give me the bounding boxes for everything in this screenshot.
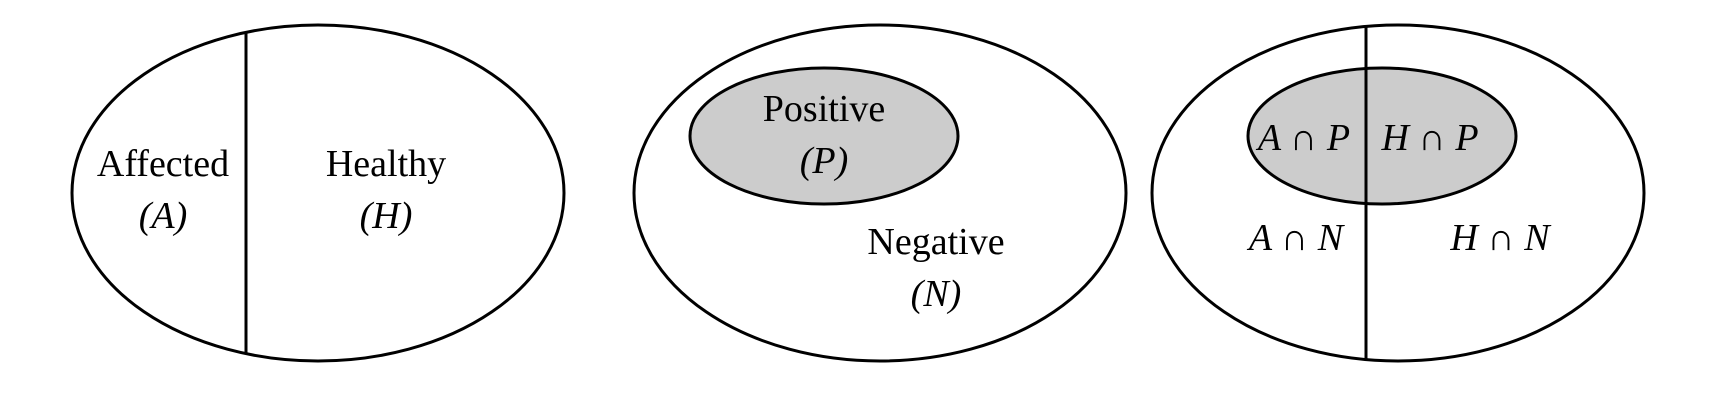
affected-symbol: (A) [139, 195, 188, 237]
panel-test-result: Positive (P) Negative (N) [632, 23, 1128, 363]
population-ellipse [70, 23, 566, 363]
healthy-negative-label: H ∩ N [1449, 217, 1552, 259]
panel-intersections: A ∩ P H ∩ P A ∩ N H ∩ N [1150, 23, 1646, 363]
test-result-ellipse [632, 23, 1128, 363]
affected-negative-label: A ∩ N [1246, 217, 1346, 259]
positive-ellipse [688, 66, 960, 206]
positive-symbol: (P) [800, 140, 849, 182]
affected-label: Affected [97, 143, 229, 185]
combined-ellipse [1150, 23, 1646, 363]
healthy-positive-label: H ∩ P [1380, 117, 1478, 159]
negative-label: Negative [867, 221, 1004, 263]
healthy-label: Healthy [326, 143, 446, 185]
healthy-symbol: (H) [360, 195, 413, 237]
affected-positive-label: A ∩ P [1255, 117, 1350, 159]
positive-overlay-ellipse [1246, 66, 1518, 206]
panel-population: Affected (A) Healthy (H) [70, 23, 566, 363]
positive-label: Positive [763, 88, 885, 130]
negative-symbol: (N) [911, 273, 962, 315]
